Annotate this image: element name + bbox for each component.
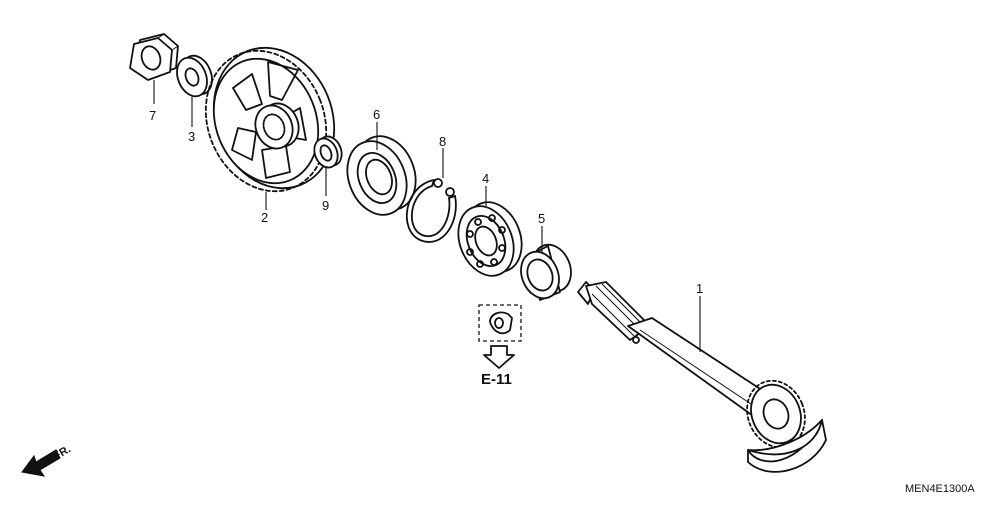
part-8-snap-ring [405, 178, 457, 243]
callout-2: 2 [261, 210, 268, 225]
reference-e11: E-11 [478, 304, 522, 388]
callout-6: 6 [373, 107, 380, 122]
down-arrow-icon [483, 345, 515, 369]
callout-8: 8 [439, 134, 446, 149]
callout-4: 4 [482, 171, 489, 186]
front-direction: FR. [21, 443, 73, 477]
reference-dashed-box [478, 304, 522, 342]
bearing-balls [466, 214, 506, 268]
part-5-needle-bearing [520, 243, 572, 301]
callout-7: 7 [149, 108, 156, 123]
leader-lines [153, 80, 701, 352]
callout-5: 5 [538, 211, 545, 226]
part-3-washer [176, 54, 213, 98]
diagram-code: MEN4E1300A [905, 483, 975, 495]
reference-label: E-11 [481, 371, 512, 388]
callout-labels: 7 3 2 9 6 8 4 5 1 [149, 107, 703, 296]
part-7-hex-nut [129, 33, 179, 81]
part-6-oil-seal [346, 135, 417, 216]
front-label: FR. [52, 443, 73, 462]
part-1-kick-shaft [577, 281, 827, 473]
callout-3: 3 [188, 129, 195, 144]
part-9-small-washer [313, 135, 343, 169]
front-arrow-icon [21, 449, 61, 477]
part-4-ball-bearing [457, 201, 523, 277]
part-2-sprocket-gear [204, 46, 336, 193]
callout-1: 1 [696, 281, 703, 296]
callout-9: 9 [322, 198, 329, 213]
